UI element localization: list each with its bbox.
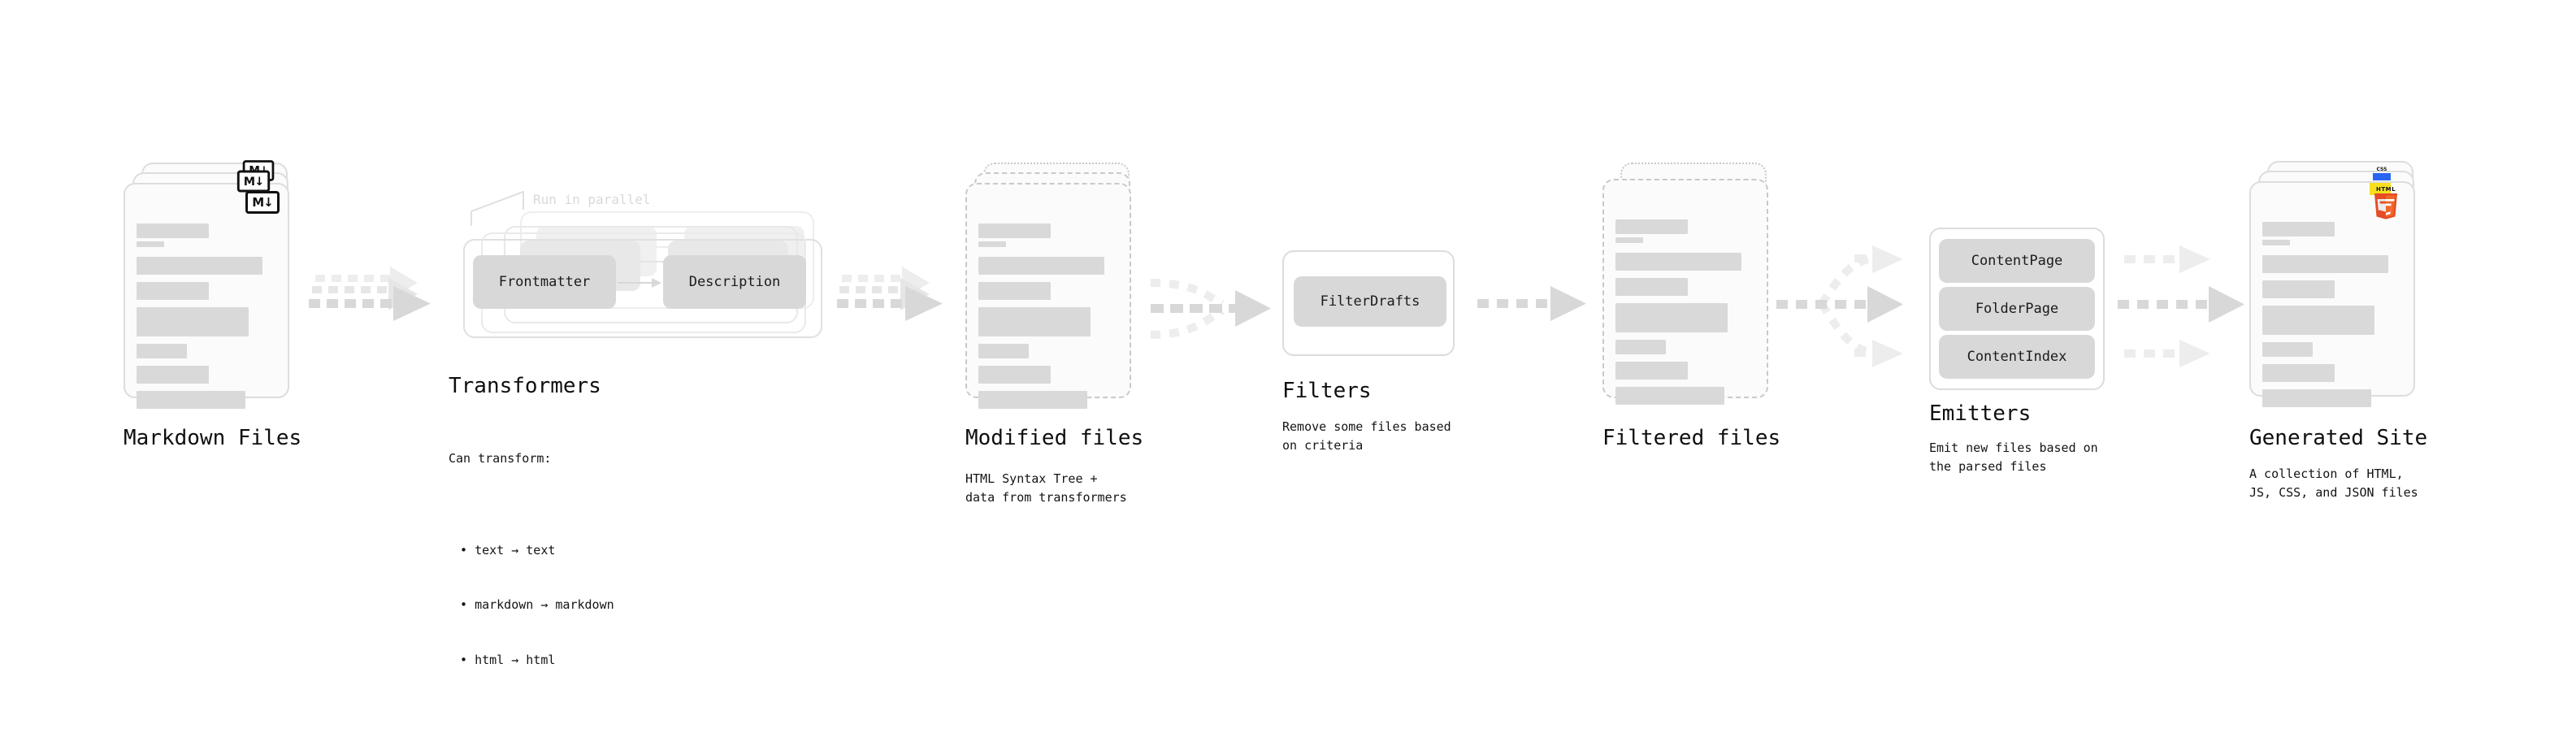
html5-icon-shield	[2374, 193, 2398, 219]
modified-placeholder-lines	[978, 223, 1118, 409]
transformer-chip-frontmatter[interactable]: Frontmatter	[473, 255, 616, 309]
stage-generated-site: CSS HTML	[2249, 161, 2428, 407]
connector-transformers-to-modified	[837, 267, 943, 321]
site-placeholder-lines	[2262, 222, 2402, 407]
filter-chip-filterdrafts-label: FilterDrafts	[1320, 293, 1420, 310]
transformer-chip-description[interactable]: Description	[663, 255, 806, 309]
filtered-placeholder-lines	[1615, 219, 1755, 405]
generated-site-title: Generated Site	[2249, 426, 2428, 450]
filter-chip-filterdrafts[interactable]: FilterDrafts	[1294, 276, 1446, 327]
transformers-body-item-0: text → text	[460, 541, 614, 560]
transformers-body-heading: Can transform:	[449, 451, 552, 466]
filters-title: Filters	[1282, 379, 1372, 403]
markdown-icon-back-1: M↓	[236, 170, 271, 193]
transformer-chip-description-label: Description	[688, 274, 781, 290]
filtered-files-title: Filtered files	[1602, 426, 1781, 450]
connector-filtered-to-emitters	[1776, 245, 1903, 367]
stage-transformers: Run in parallel Frontmatter Description	[449, 190, 839, 354]
emitters-body: Emit new files based on the parsed files	[1929, 440, 2098, 474]
transformers-body: Can transform: text → text markdown → ma…	[449, 413, 614, 742]
emitters-box	[1929, 228, 2105, 390]
modified-card-front	[965, 183, 1131, 409]
transformer-chip-frontmatter-label: Frontmatter	[498, 274, 591, 290]
css3-icon: CSS	[2373, 167, 2391, 180]
stage-markdown-files: M↓ M↓ M↓	[124, 160, 302, 409]
modified-files-title: Modified files	[965, 426, 1144, 450]
transformers-box	[463, 239, 822, 338]
stage-filtered-files	[1602, 163, 1781, 405]
emitter-chip-folderpage-label: FolderPage	[1975, 301, 2059, 317]
run-in-parallel-leader	[471, 190, 524, 226]
html5-icon: HTML	[2373, 187, 2399, 223]
stage-modified-files	[965, 163, 1144, 409]
transformers-body-item-1: markdown → markdown	[460, 596, 614, 614]
transformer-arrow	[618, 278, 661, 288]
markdown-files-title: Markdown Files	[124, 426, 302, 450]
connector-modified-to-filters	[1150, 279, 1271, 339]
run-in-parallel-label: Run in parallel	[533, 192, 651, 207]
filters-box	[1282, 250, 1455, 356]
emitter-chip-contentindex[interactable]: ContentIndex	[1939, 335, 2095, 379]
markdown-icon: M↓	[245, 191, 280, 214]
markdown-placeholder-lines	[137, 223, 276, 409]
emitters-title: Emitters	[1929, 401, 2032, 426]
emitter-chip-contentpage-label: ContentPage	[1971, 253, 2063, 269]
transformers-title: Transformers	[449, 374, 601, 398]
modified-files-body: HTML Syntax Tree + data from transformer…	[965, 471, 1127, 505]
generated-site-body: A collection of HTML, JS, CSS, and JSON …	[2249, 466, 2418, 500]
filters-body: Remove some files based on criteria	[1282, 419, 1451, 453]
connector-markdown-to-transformers	[309, 267, 431, 321]
css3-icon-label: CSS	[2376, 167, 2387, 172]
pipeline-diagram: M↓ M↓ M↓ Markdown Files	[0, 0, 2576, 681]
transformers-body-item-2: html → html	[460, 651, 614, 670]
js-icon	[2370, 183, 2391, 195]
emitter-chip-contentpage[interactable]: ContentPage	[1939, 239, 2095, 283]
filtered-card-front	[1602, 179, 1768, 405]
connector-emitters-to-site	[2118, 245, 2244, 367]
emitter-chip-contentindex-label: ContentIndex	[1967, 349, 2067, 365]
html5-icon-wordmark: HTML	[2375, 186, 2396, 193]
markdown-card-front	[124, 183, 289, 409]
connector-filters-to-filtered	[1477, 286, 1586, 321]
emitter-chip-folderpage[interactable]: FolderPage	[1939, 287, 2095, 331]
